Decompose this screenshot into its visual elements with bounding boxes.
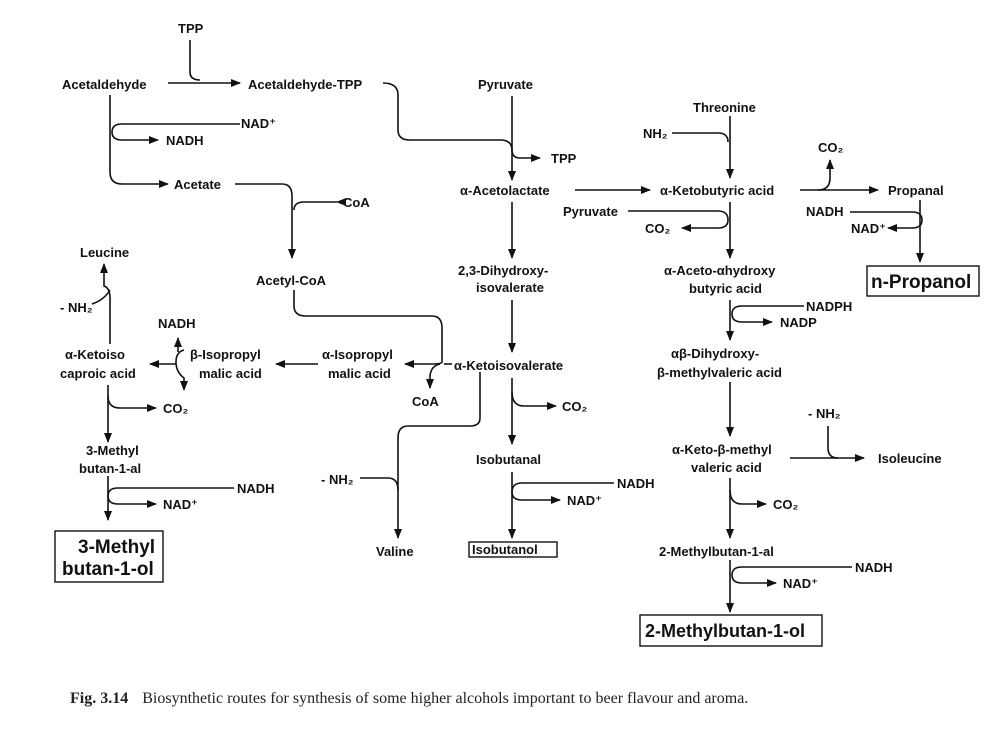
- box-isobutanol: [468, 541, 558, 558]
- arrow-acetaldehyde-tpp-to-tpp: [382, 82, 541, 162]
- label-dihydroxy-1: 2,3-Dihydroxy-: [458, 263, 548, 278]
- label-dihydroxy-2: isovalerate: [476, 280, 544, 295]
- label-nadh-5: NADH: [855, 560, 893, 575]
- label-ketoiso-2: caproic acid: [60, 366, 136, 381]
- arrow-nadh-butanal: [107, 487, 234, 508]
- label-coa-2: CoA: [412, 394, 439, 409]
- figure-caption: Fig. 3.14 Biosynthetic routes for synthe…: [70, 690, 748, 707]
- label-co2-ketobutyric: CO₂: [645, 221, 671, 236]
- label-ab-dihydroxy-1: αβ-Dihydroxy-: [671, 346, 759, 361]
- line-nh2-threonine: [672, 132, 729, 143]
- label-acetyl-coa: Acetyl-CoA: [256, 273, 327, 288]
- label-keto-methyl-1: α-Keto-β-methyl: [672, 442, 772, 457]
- label-methyl-butanol-2: butan-1-ol: [62, 559, 154, 580]
- arrow-nad-nadh-1: [111, 123, 240, 144]
- label-b-isopropyl-1: β-Isopropyl: [190, 347, 261, 362]
- pathway-labels: TPP Acetaldehyde Acetaldehyde-TPP Pyruva…: [60, 21, 971, 641]
- label-methyl-butanal-2: butan-1-al: [79, 461, 141, 476]
- arrow-tpp-in: [189, 40, 201, 81]
- label-nadh-propanal: NADH: [806, 204, 844, 219]
- label-isoleucine: Isoleucine: [878, 451, 942, 466]
- line-nh2-isoleucine: [827, 426, 839, 459]
- label-tpp-top: TPP: [178, 21, 204, 36]
- arrow-nadh-propanal: [850, 211, 923, 232]
- pathway-arrows: [91, 40, 924, 613]
- label-nad-plus-1: NAD⁺: [241, 116, 276, 131]
- label-acetate: Acetate: [174, 177, 221, 192]
- label-nadp: NADP: [780, 315, 817, 330]
- label-nad-plus-4: NAD⁺: [567, 493, 602, 508]
- label-minus-nh2-2: - NH₂: [808, 406, 841, 421]
- label-a-ketobutyric: α-Ketobutyric acid: [660, 183, 774, 198]
- line-acetylcoa-to-junction: [293, 290, 443, 362]
- label-co2-1: CO₂: [163, 401, 189, 416]
- arrow-coa-in: [293, 198, 346, 211]
- label-nadh-4: NADH: [617, 476, 655, 491]
- arrow-to-valine: [394, 372, 481, 539]
- label-aceto-hydroxy-1: α-Aceto-αhydroxy: [664, 263, 776, 278]
- arrow-nadph-nadp: [731, 305, 804, 326]
- label-methyl-butanol-1: 3-Methyl: [78, 537, 155, 558]
- label-nad-propanal: NAD⁺: [851, 221, 886, 236]
- label-acetaldehyde: Acetaldehyde: [62, 77, 147, 92]
- arrow-to-a-isopropyl: [404, 360, 443, 368]
- label-keto-methyl-2: valeric acid: [691, 460, 762, 475]
- label-nad-plus-5: NAD⁺: [783, 576, 818, 591]
- label-pyruvate: Pyruvate: [478, 77, 533, 92]
- label-nadh-3: NADH: [237, 481, 275, 496]
- label-nadh-2: NADH: [158, 316, 196, 331]
- label-2-methylbutanal: 2-Methylbutan-1-al: [659, 544, 774, 559]
- arrow-coa-out: [426, 363, 441, 389]
- caption-text: Biosynthetic routes for synthesis of som…: [142, 690, 748, 707]
- label-aceto-hydroxy-2: butyric acid: [689, 281, 762, 296]
- label-n-propanol: n-Propanol: [871, 272, 971, 293]
- label-minus-nh2-1: - NH₂: [60, 300, 93, 315]
- label-co2-2: CO₂: [562, 399, 588, 414]
- label-ketoiso-1: α-Ketoiso: [65, 347, 125, 362]
- label-tpp-2: TPP: [551, 151, 577, 166]
- label-nad-plus-3: NAD⁺: [163, 497, 198, 512]
- label-propanal: Propanal: [888, 183, 944, 198]
- label-isobutanol: Isobutanol: [472, 542, 538, 557]
- label-a-ketoisovalerate: α-Ketoisovalerate: [454, 358, 563, 373]
- label-a-isopropyl-2: malic acid: [328, 366, 391, 381]
- label-a-isopropyl-1: α-Isopropyl: [322, 347, 393, 362]
- label-acetaldehyde-tpp: Acetaldehyde-TPP: [248, 77, 362, 92]
- box-n-propanol: [866, 265, 980, 297]
- label-threonine: Threonine: [693, 100, 756, 115]
- label-b-isopropyl-2: malic acid: [199, 366, 262, 381]
- label-ab-dihydroxy-2: β-methylvaleric acid: [657, 365, 782, 380]
- label-leucine: Leucine: [80, 245, 129, 260]
- arrow-acetate-to-acetylcoa: [235, 183, 296, 259]
- box-2-methylbutanol: [639, 614, 823, 647]
- line-nh2-leucine: [91, 289, 111, 305]
- arrow-acetaldehyde-to-acetate: [109, 95, 169, 188]
- label-isobutanal: Isobutanal: [476, 452, 541, 467]
- arrow-co2-propanal: [817, 159, 834, 191]
- arrow-pyruvate-co2: [628, 210, 729, 232]
- label-co2-propanal: CO₂: [818, 140, 844, 155]
- label-coa-1: CoA: [343, 195, 370, 210]
- label-pyruvate-2: Pyruvate: [563, 204, 618, 219]
- label-minus-nh2-3: - NH₂: [321, 472, 354, 487]
- caption-fig-number: Fig. 3.14: [70, 690, 128, 707]
- label-2-methylbutanol: 2-Methylbutan-1-ol: [645, 621, 805, 641]
- label-valine: Valine: [376, 544, 414, 559]
- arrow-to-leucine: [100, 263, 111, 344]
- arrow-co2-down: [175, 349, 188, 391]
- label-a-acetolactate: α-Acetolactate: [460, 183, 550, 198]
- label-nadh-1: NADH: [166, 133, 204, 148]
- label-nadph: NADPH: [806, 299, 852, 314]
- box-3-methylbutanol: [54, 530, 164, 583]
- arrow-co2-ketomethyl: [729, 489, 767, 508]
- arrow-nadh-isobutanal: [511, 482, 614, 504]
- label-nh2-threonine: NH₂: [643, 126, 668, 141]
- label-methyl-butanal-1: 3-Methyl: [86, 443, 139, 458]
- line-nh2-valine: [360, 477, 399, 491]
- arrow-co2-isobutanal: [511, 391, 557, 410]
- arrow-nadh-methylbutanal: [731, 566, 852, 587]
- arrow-co2-ketoiso: [107, 395, 157, 412]
- label-co2-3: CO₂: [773, 497, 799, 512]
